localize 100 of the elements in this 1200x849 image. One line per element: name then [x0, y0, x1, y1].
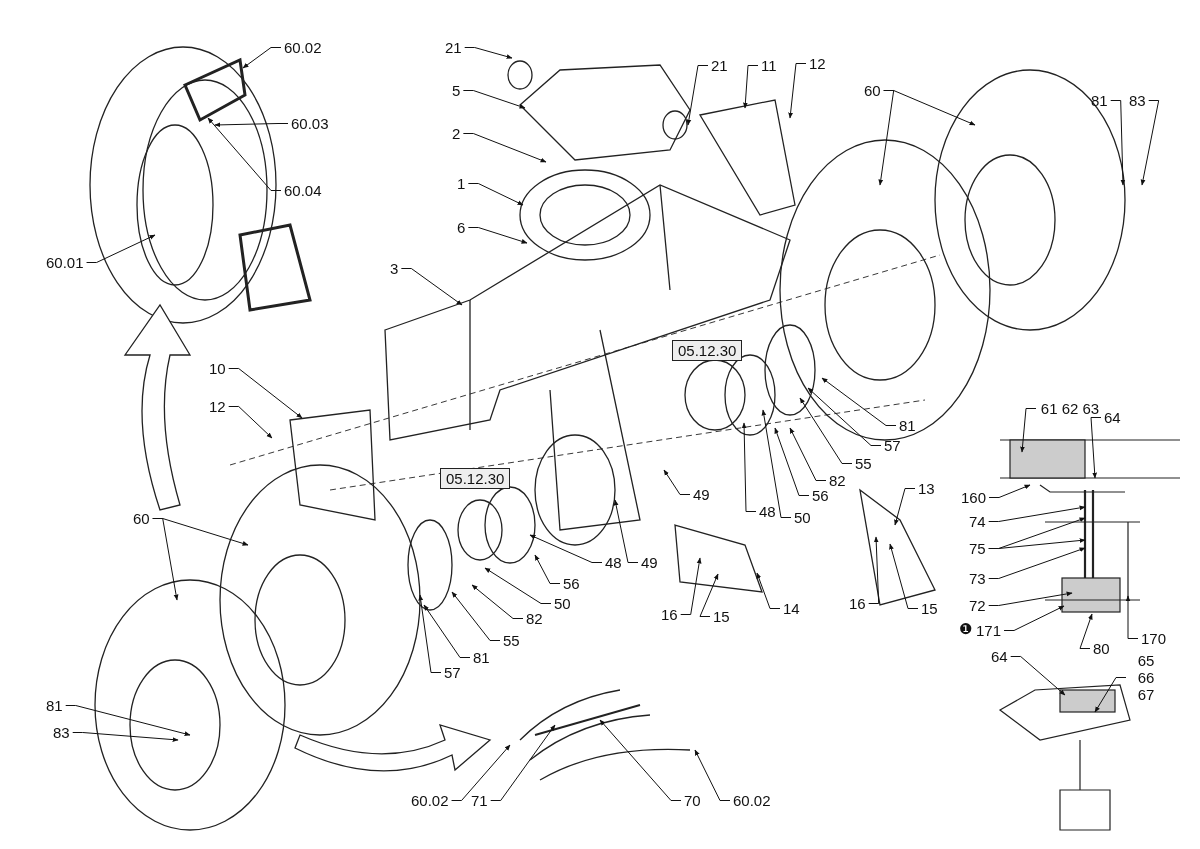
callout-number: 81	[472, 649, 491, 666]
callout-number: 6	[456, 219, 467, 236]
leader-line	[534, 554, 561, 584]
leader-line	[774, 427, 810, 496]
leader-line	[462, 133, 547, 163]
callout-number: 64	[1103, 409, 1122, 426]
leader-line	[467, 183, 524, 206]
leader-line	[680, 557, 702, 615]
callout-number: 3	[389, 260, 400, 277]
leader-line	[214, 122, 289, 128]
callout-number: 81	[898, 417, 917, 434]
callout-number: 11	[760, 57, 778, 74]
callout-number: 14	[782, 600, 801, 617]
callout-number: 12	[808, 55, 827, 72]
leader-line	[242, 47, 282, 69]
leader-line	[86, 234, 156, 263]
leader-line	[228, 406, 273, 439]
callout-number: 56	[562, 575, 581, 592]
leader-line	[529, 534, 603, 563]
note-mark: ❶	[958, 620, 973, 637]
leader-line	[1010, 656, 1066, 696]
callout-number: 57	[883, 437, 902, 454]
callout-number: 49	[640, 554, 659, 571]
leader-line	[451, 744, 511, 801]
leader-line	[599, 719, 682, 801]
callout-number: 50	[793, 509, 812, 526]
leader-line	[743, 65, 759, 109]
leader-line	[484, 567, 552, 604]
leader-line	[988, 484, 1031, 498]
callout-number: 15	[712, 608, 731, 625]
callout-number: 160	[960, 489, 988, 506]
leader-line	[799, 397, 853, 464]
leader-line	[878, 90, 895, 186]
callout-number: 65 66 67	[1128, 652, 1164, 703]
callout-number: 13	[917, 480, 936, 497]
callout-number: 80	[1092, 640, 1111, 657]
callout-number: 73	[968, 570, 987, 587]
callout-number: 72	[968, 597, 987, 614]
callout-number: 60.02	[732, 792, 772, 809]
callout-number: 81	[1090, 92, 1109, 109]
leader-line	[1003, 605, 1065, 631]
leader-line	[1094, 677, 1127, 713]
reference-box: 05.12.30	[672, 340, 743, 361]
callout-number: 75	[968, 540, 987, 557]
callout-number: 60.01	[45, 254, 85, 271]
callout-number: 2	[451, 125, 462, 142]
leader-line	[741, 422, 757, 512]
callout-number: 57	[443, 664, 462, 681]
leader-line	[1079, 613, 1093, 649]
leader-line	[1110, 100, 1126, 186]
reference-box: 05.12.30	[440, 468, 511, 489]
callout-number: 60.02	[283, 39, 323, 56]
leader-line	[756, 572, 781, 609]
leader-line	[490, 724, 556, 801]
callout-number: 64	[990, 648, 1009, 665]
callout-number: 82	[525, 610, 544, 627]
callout-number: 16	[660, 606, 679, 623]
leader-line	[613, 499, 639, 563]
leader-line	[152, 518, 249, 546]
callout-number: 171	[975, 622, 1003, 639]
callout-number: 48	[758, 503, 777, 520]
leader-line	[788, 63, 807, 119]
leader-line	[451, 591, 501, 641]
callout-number: 49	[692, 486, 711, 503]
leader-line	[418, 594, 442, 673]
callout-number: 56	[811, 487, 830, 504]
callout-number: 60.02	[410, 792, 450, 809]
callout-number: 82	[828, 472, 847, 489]
callout-number: 55	[502, 632, 521, 649]
leader-line	[988, 505, 1086, 522]
callout-number: 170	[1140, 630, 1168, 647]
leader-line	[423, 604, 471, 658]
callout-number: 60.03	[290, 115, 330, 132]
callout-number: 70	[683, 792, 702, 809]
callout-number: 71	[470, 792, 489, 809]
callout-number: 15	[920, 600, 939, 617]
leader-line	[699, 573, 719, 617]
leader-line	[988, 547, 1086, 579]
callout-number: 48	[604, 554, 623, 571]
callout-number: 60.04	[283, 182, 323, 199]
leader-line	[467, 227, 528, 244]
callout-number: 5	[451, 82, 462, 99]
leader-line	[1090, 417, 1102, 479]
leader-line	[228, 368, 303, 419]
callout-number: 83	[1128, 92, 1147, 109]
leader-line	[761, 409, 792, 518]
leader-line	[883, 90, 976, 126]
leader-line	[821, 377, 897, 426]
callout-number: 50	[553, 595, 572, 612]
leader-line	[694, 749, 731, 801]
leader-line	[807, 387, 882, 446]
leader-line	[663, 469, 691, 495]
leader-line	[988, 591, 1073, 606]
callout-number: 12	[208, 398, 227, 415]
leader-line	[1140, 100, 1160, 186]
leader-line	[471, 584, 524, 619]
leader-line	[686, 65, 709, 126]
callout-number: 60	[132, 510, 151, 527]
leader-line	[72, 732, 179, 742]
callout-number: 10	[208, 360, 227, 377]
